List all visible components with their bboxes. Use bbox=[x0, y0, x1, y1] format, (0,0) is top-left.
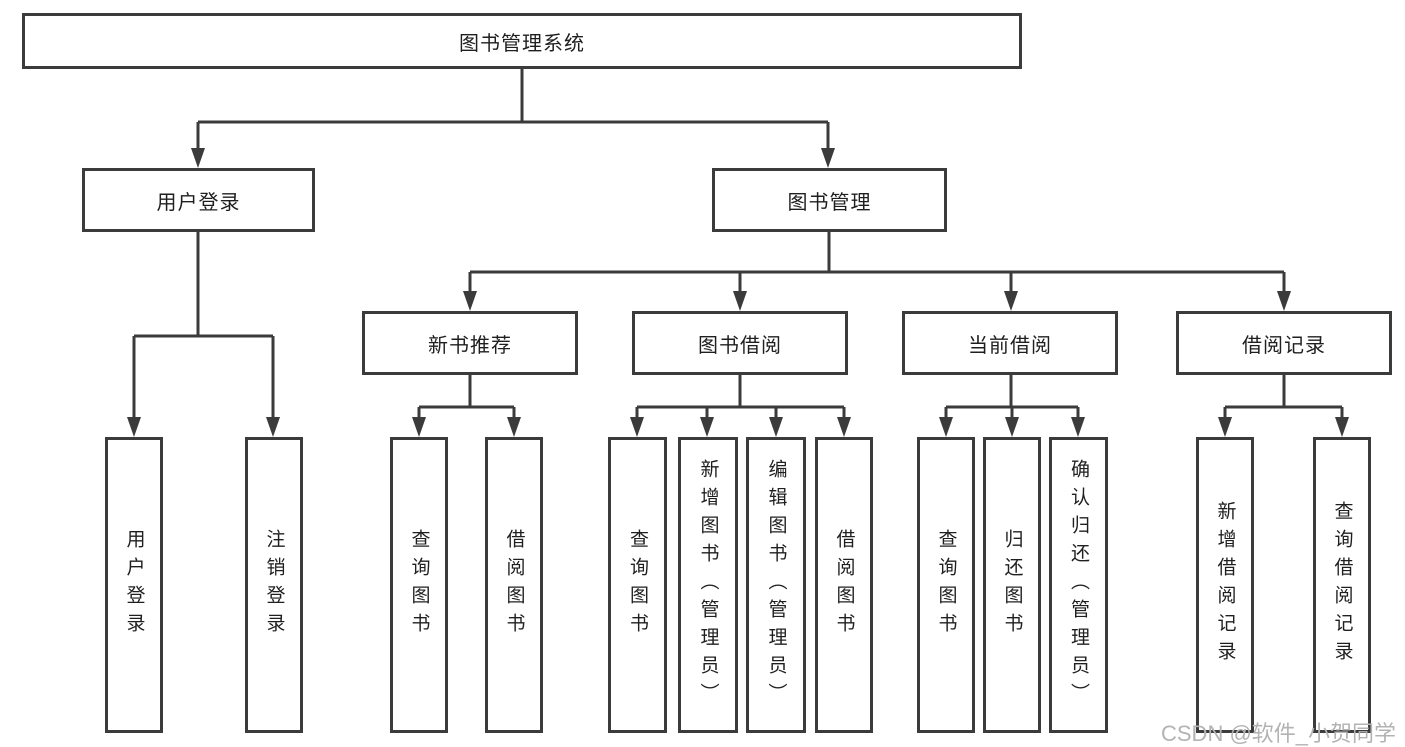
node-book-management: 图书管理 bbox=[712, 168, 947, 232]
leaf-borrow-book: 借阅图书 bbox=[815, 437, 873, 733]
node-new-book-recommend-label: 新书推荐 bbox=[428, 334, 512, 357]
node-current-borrow-label: 当前借阅 bbox=[968, 334, 1052, 357]
connector-borrow-records-to-children bbox=[1218, 375, 1349, 437]
leaf-add-book-admin-label: 新增图书（管理员） bbox=[697, 459, 719, 711]
leaf-query-borrow-record: 查询借阅记录 bbox=[1313, 437, 1371, 733]
leaf-query-book-recommend: 查询图书 bbox=[390, 437, 448, 733]
leaf-query-book-current-label: 查询图书 bbox=[935, 529, 957, 641]
node-current-borrow: 当前借阅 bbox=[902, 311, 1118, 375]
leaf-edit-book-admin: 编辑图书（管理员） bbox=[746, 437, 806, 733]
node-user-login: 用户登录 bbox=[82, 168, 315, 232]
csdn-watermark: CSDN @软件_小贺同学 bbox=[1161, 721, 1397, 746]
leaf-add-borrow-record-label: 新增借阅记录 bbox=[1214, 501, 1236, 669]
leaf-confirm-return-admin: 确认归还（管理员） bbox=[1049, 437, 1108, 733]
connector-current-borrow-to-children bbox=[939, 375, 1085, 437]
node-book-management-label: 图书管理 bbox=[787, 191, 872, 214]
connector-book-management-to-level3 bbox=[463, 232, 1291, 311]
leaf-add-book-admin: 新增图书（管理员） bbox=[678, 437, 738, 733]
leaf-query-borrow-record-label: 查询借阅记录 bbox=[1331, 501, 1353, 669]
leaf-edit-book-admin-label: 编辑图书（管理员） bbox=[765, 459, 787, 711]
leaf-logout-login: 注销登录 bbox=[245, 437, 303, 733]
leaf-query-book-current: 查询图书 bbox=[917, 437, 975, 733]
connector-root-to-level2 bbox=[191, 69, 835, 168]
leaf-user-login: 用户登录 bbox=[105, 437, 163, 733]
leaf-borrow-book-label: 借阅图书 bbox=[833, 529, 855, 641]
leaf-return-book-label: 归还图书 bbox=[1001, 529, 1023, 641]
leaf-borrow-book-recommend: 借阅图书 bbox=[485, 437, 543, 733]
connector-book-borrow-to-children bbox=[630, 375, 851, 437]
leaf-add-borrow-record: 新增借阅记录 bbox=[1196, 437, 1254, 733]
node-user-login-label: 用户登录 bbox=[156, 191, 241, 214]
leaf-query-book-recommend-label: 查询图书 bbox=[408, 529, 430, 641]
connector-user-login-to-children bbox=[127, 232, 280, 437]
leaf-confirm-return-admin-label: 确认归还（管理员） bbox=[1068, 459, 1089, 711]
leaf-user-login-label: 用户登录 bbox=[123, 529, 145, 641]
leaf-query-book-borrow: 查询图书 bbox=[608, 437, 667, 733]
connector-new-book-to-children bbox=[412, 375, 521, 437]
leaf-return-book: 归还图书 bbox=[983, 437, 1041, 733]
node-borrow-records: 借阅记录 bbox=[1176, 311, 1392, 375]
node-root-label: 图书管理系统 bbox=[459, 32, 585, 55]
leaf-borrow-book-recommend-label: 借阅图书 bbox=[503, 529, 525, 641]
node-root-system: 图书管理系统 bbox=[22, 13, 1022, 69]
leaf-logout-login-label: 注销登录 bbox=[263, 529, 285, 641]
node-new-book-recommend: 新书推荐 bbox=[362, 311, 578, 375]
node-borrow-records-label: 借阅记录 bbox=[1242, 334, 1326, 357]
node-book-borrow-label: 图书借阅 bbox=[698, 334, 782, 357]
leaf-query-book-borrow-label: 查询图书 bbox=[627, 529, 648, 641]
node-book-borrow: 图书借阅 bbox=[632, 311, 848, 375]
